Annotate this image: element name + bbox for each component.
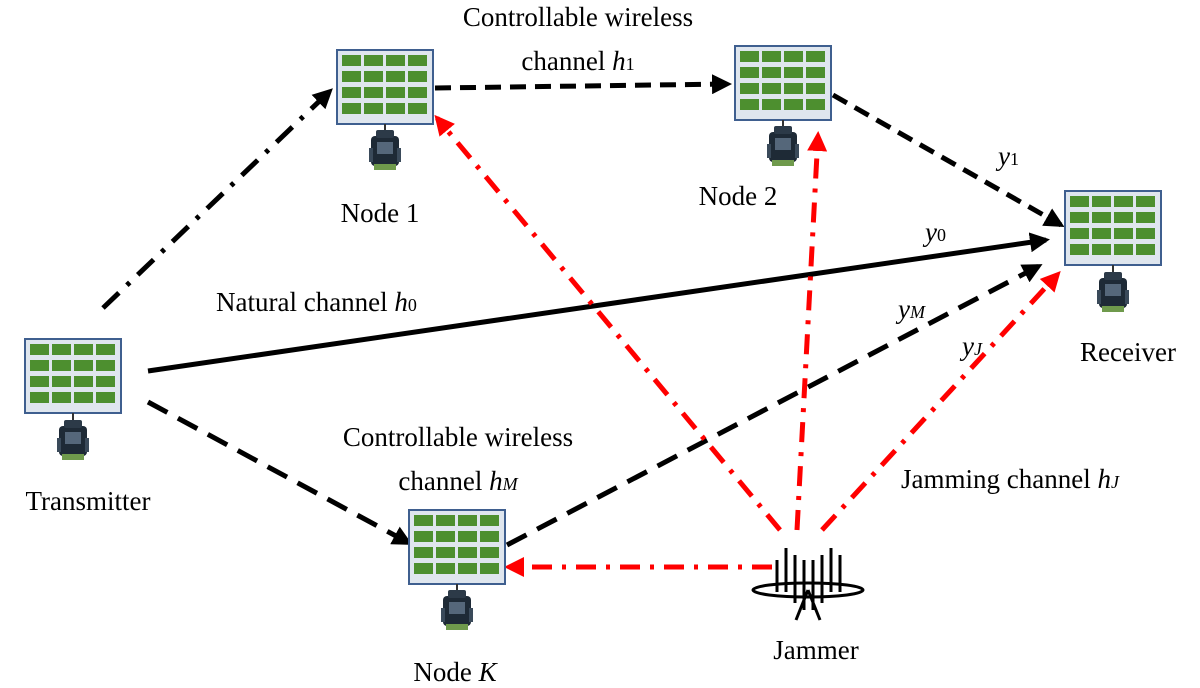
ctrl-top-line1: Controllable wireless — [463, 2, 693, 32]
jamming-channel-label: Jamming channel hJ — [901, 464, 1120, 494]
antenna-panel-icon — [24, 338, 122, 414]
nodek-label: Node K — [413, 657, 498, 687]
radio-device-icon — [57, 420, 89, 460]
signal-yJ: yJ — [959, 331, 983, 361]
transmitter-device — [24, 338, 122, 460]
natural-channel-label: Natural channel h0 — [216, 287, 417, 317]
antenna-panel-icon — [336, 49, 434, 125]
node1-device — [336, 49, 434, 170]
ctrl-bottom-line2: channel hM — [398, 466, 518, 496]
node2-device — [734, 45, 832, 166]
antenna-panel-icon — [734, 45, 832, 121]
node1-label: Node 1 — [341, 198, 420, 228]
radio-device-icon — [1097, 272, 1129, 312]
link-node1-node2 — [434, 74, 732, 95]
radio-device-icon — [767, 126, 799, 166]
antenna-panel-icon — [408, 509, 506, 585]
transmitter-label: Transmitter — [25, 486, 150, 516]
jam-link-receiver — [820, 271, 1061, 532]
radio-device-icon — [369, 130, 401, 170]
ctrl-bottom-line1: Controllable wireless — [343, 422, 573, 452]
receiver-device — [1064, 190, 1162, 312]
nodek-device — [408, 509, 506, 630]
link-transmitter-nodek — [146, 399, 413, 546]
signal-y0: y0 — [922, 217, 946, 247]
antenna-panel-icon — [1064, 190, 1162, 266]
ctrl-top-line2: channel h1 — [521, 46, 634, 76]
node2-label: Node 2 — [699, 181, 778, 211]
jammer-antenna-icon — [751, 548, 865, 621]
jam-link-node2 — [794, 131, 828, 531]
jam-link-node1 — [434, 114, 782, 532]
signal-yM: yM — [895, 294, 926, 324]
signal-y1: y1 — [995, 141, 1019, 171]
jammer-label: Jammer — [773, 635, 858, 665]
link-node2-receiver — [831, 92, 1065, 228]
link-natural-channel — [147, 232, 1050, 374]
receiver-label: Receiver — [1080, 337, 1176, 367]
link-transmitter-node1 — [101, 88, 333, 310]
radio-device-icon — [441, 590, 473, 630]
